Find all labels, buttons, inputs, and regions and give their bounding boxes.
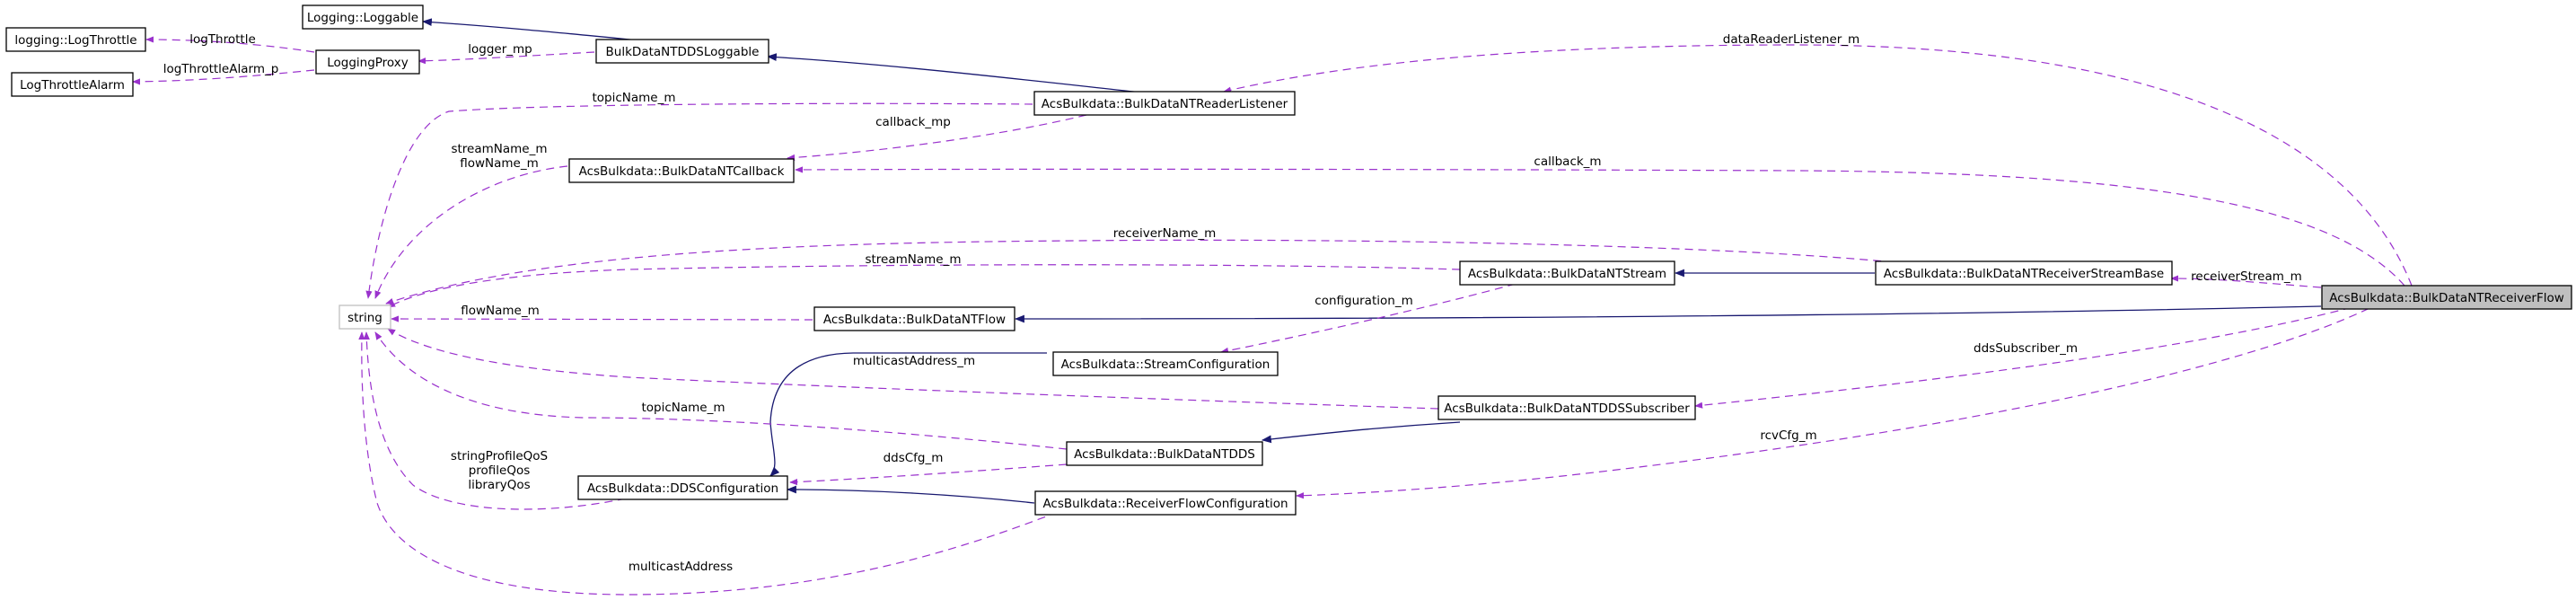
node-label: AcsBulkdata::BulkDataNTReceiverFlow bbox=[2329, 291, 2564, 305]
node-string[interactable]: string bbox=[338, 304, 391, 330]
edge-subscriber-to-ntdds bbox=[1261, 421, 1461, 444]
node-logging-proxy[interactable]: LoggingProxy bbox=[315, 49, 420, 75]
node-label: AcsBulkdata::StreamConfiguration bbox=[1061, 357, 1270, 372]
edge-label-datareaderlistener-m: dataReaderListener_m bbox=[1723, 32, 1859, 47]
node-receiver-flow-configuration[interactable]: AcsBulkdata::ReceiverFlowConfiguration bbox=[1034, 490, 1297, 516]
edge-label-streamname-1: streamName_m bbox=[451, 142, 547, 156]
node-label: AcsBulkdata::BulkDataNTFlow bbox=[823, 313, 1006, 327]
edge-label-receivername: receiverName_m bbox=[1113, 226, 1217, 241]
node-label: Logging::Loggable bbox=[307, 11, 418, 25]
edge-labels: logThrottle logThrottleAlarm_p logger_mp… bbox=[163, 32, 2302, 574]
edge-label-rcvcfg: rcvCfg_m bbox=[1760, 428, 1816, 443]
node-ntdds[interactable]: AcsBulkdata::BulkDataNTDDS bbox=[1066, 441, 1263, 466]
edge-uses-topicname-1 bbox=[365, 102, 1033, 299]
edge-label-callback-m: callback_m bbox=[1534, 154, 1601, 169]
edge-readerlistener-to-bdnddsloggable bbox=[766, 53, 1159, 95]
edge-uses-configuration bbox=[1220, 283, 1517, 354]
edge-label-flowname-2: flowName_m bbox=[461, 304, 540, 318]
node-ntdds-subscriber[interactable]: AcsBulkdata::BulkDataNTDDSSubscriber bbox=[1437, 395, 1696, 420]
node-label: logging::LogThrottle bbox=[14, 33, 136, 48]
node-bulkdata-ntdds-loggable[interactable]: BulkDataNTDDSLoggable bbox=[595, 39, 769, 64]
node-label: AcsBulkdata::BulkDataNTReceiverStreamBas… bbox=[1884, 267, 2164, 281]
edge-uses-logger-mp bbox=[418, 51, 595, 65]
node-label: AcsBulkdata::BulkDataNTDDSSubscriber bbox=[1444, 401, 1690, 416]
node-nt-flow[interactable]: AcsBulkdata::BulkDataNTFlow bbox=[813, 306, 1015, 331]
node-label: BulkDataNTDDSLoggable bbox=[606, 45, 760, 59]
edge-label-topicname-1: topicName_m bbox=[592, 91, 675, 105]
edge-label-multicastaddress-m: multicastAddress_m bbox=[853, 354, 975, 368]
edge-bdnddsloggable-to-loggable bbox=[421, 18, 640, 41]
edge-uses-ddscfg bbox=[789, 463, 1068, 486]
node-log-throttle[interactable]: logging::LogThrottle bbox=[5, 27, 146, 52]
edge-ntdds-to-ddsconfiguration bbox=[769, 352, 1047, 477]
node-receiver-flow[interactable]: AcsBulkdata::BulkDataNTReceiverFlow bbox=[2321, 285, 2572, 310]
edge-label-callback-mp: callback_mp bbox=[875, 115, 951, 129]
node-receiver-stream-base[interactable]: AcsBulkdata::BulkDataNTReceiverStreamBas… bbox=[1875, 260, 2173, 286]
node-label: AcsBulkdata::ReceiverFlowConfiguration bbox=[1042, 497, 1288, 511]
node-stream-configuration[interactable]: AcsBulkdata::StreamConfiguration bbox=[1052, 351, 1279, 376]
node-label: LoggingProxy bbox=[327, 56, 409, 70]
edge-label-libraryqos: libraryQos bbox=[468, 478, 530, 492]
edge-uses-multicastaddress bbox=[358, 331, 1059, 596]
edge-label-ddscfg: ddsCfg_m bbox=[884, 451, 944, 465]
node-reader-listener[interactable]: AcsBulkdata::BulkDataNTReaderListener bbox=[1033, 91, 1296, 116]
edge-uses-datareaderlistener bbox=[1223, 44, 2413, 287]
node-loggable[interactable]: Logging::Loggable bbox=[302, 4, 424, 30]
edge-uses-callback-m bbox=[795, 166, 2405, 287]
node-log-throttle-alarm[interactable]: LogThrottleAlarm bbox=[11, 72, 134, 97]
edge-label-receiverstream: receiverStream_m bbox=[2191, 269, 2302, 284]
node-nt-callback[interactable]: AcsBulkdata::BulkDataNTCallback bbox=[568, 158, 795, 183]
edge-uses-rcvcfg bbox=[1296, 296, 2394, 499]
edge-label-flowname-1: flowName_m bbox=[460, 156, 539, 171]
edge-label-ddssubscriber: ddsSubscriber_m bbox=[1974, 341, 2078, 356]
node-dds-configuration[interactable]: AcsBulkdata::DDSConfiguration bbox=[577, 475, 788, 500]
edge-uses-streamname-2 bbox=[387, 264, 1461, 308]
edge-uses-receiverstream bbox=[2170, 275, 2322, 288]
edge-label-logger-mp: logger_mp bbox=[468, 42, 532, 57]
inheritance-edges bbox=[421, 18, 2322, 504]
edge-label-profileqos: profileQos bbox=[469, 463, 531, 478]
edge-label-logthrottle: logThrottle bbox=[189, 32, 256, 47]
edge-receiverflow-to-ntflow bbox=[1014, 305, 2322, 323]
node-nt-stream[interactable]: AcsBulkdata::BulkDataNTStream bbox=[1459, 260, 1675, 286]
edge-uses-logthrottlealarm bbox=[132, 69, 315, 85]
node-label: AcsBulkdata::BulkDataNTReaderListener bbox=[1042, 97, 1288, 111]
edge-uses-ddssubscriber bbox=[1694, 296, 2391, 409]
edge-label-stringprofileqos: stringProfileQoS bbox=[451, 449, 548, 463]
edge-uses-logthrottle bbox=[145, 36, 315, 53]
edge-label-configuration: configuration_m bbox=[1314, 294, 1412, 308]
edge-uses-qos bbox=[363, 331, 627, 510]
edge-label-streamname-2: streamName_m bbox=[865, 252, 961, 267]
edge-label-logthrottlealarm-p: logThrottleAlarm_p bbox=[163, 62, 279, 76]
edge-label-topicname-2: topicName_m bbox=[641, 401, 725, 415]
edge-rcvflowcfg-to-ddsconfiguration bbox=[786, 485, 1035, 504]
edge-uses-streamname-flowname-1 bbox=[374, 165, 568, 299]
node-label: LogThrottleAlarm bbox=[20, 78, 125, 93]
edge-uses-flowname-2 bbox=[391, 315, 813, 322]
node-label: AcsBulkdata::BulkDataNTStream bbox=[1468, 267, 1666, 281]
uses-edges bbox=[132, 36, 2413, 596]
edge-label-multicastaddress: multicastAddress bbox=[629, 560, 733, 574]
node-label: AcsBulkdata::BulkDataNTDDS bbox=[1074, 447, 1255, 462]
edge-uses-multicastaddress-m bbox=[387, 328, 1439, 410]
edge-uses-topicname-2 bbox=[374, 331, 1068, 450]
node-label: AcsBulkdata::DDSConfiguration bbox=[587, 481, 778, 496]
node-label: AcsBulkdata::BulkDataNTCallback bbox=[579, 164, 785, 179]
node-label: string bbox=[347, 311, 382, 325]
edge-uses-callback-mp bbox=[787, 114, 1087, 162]
